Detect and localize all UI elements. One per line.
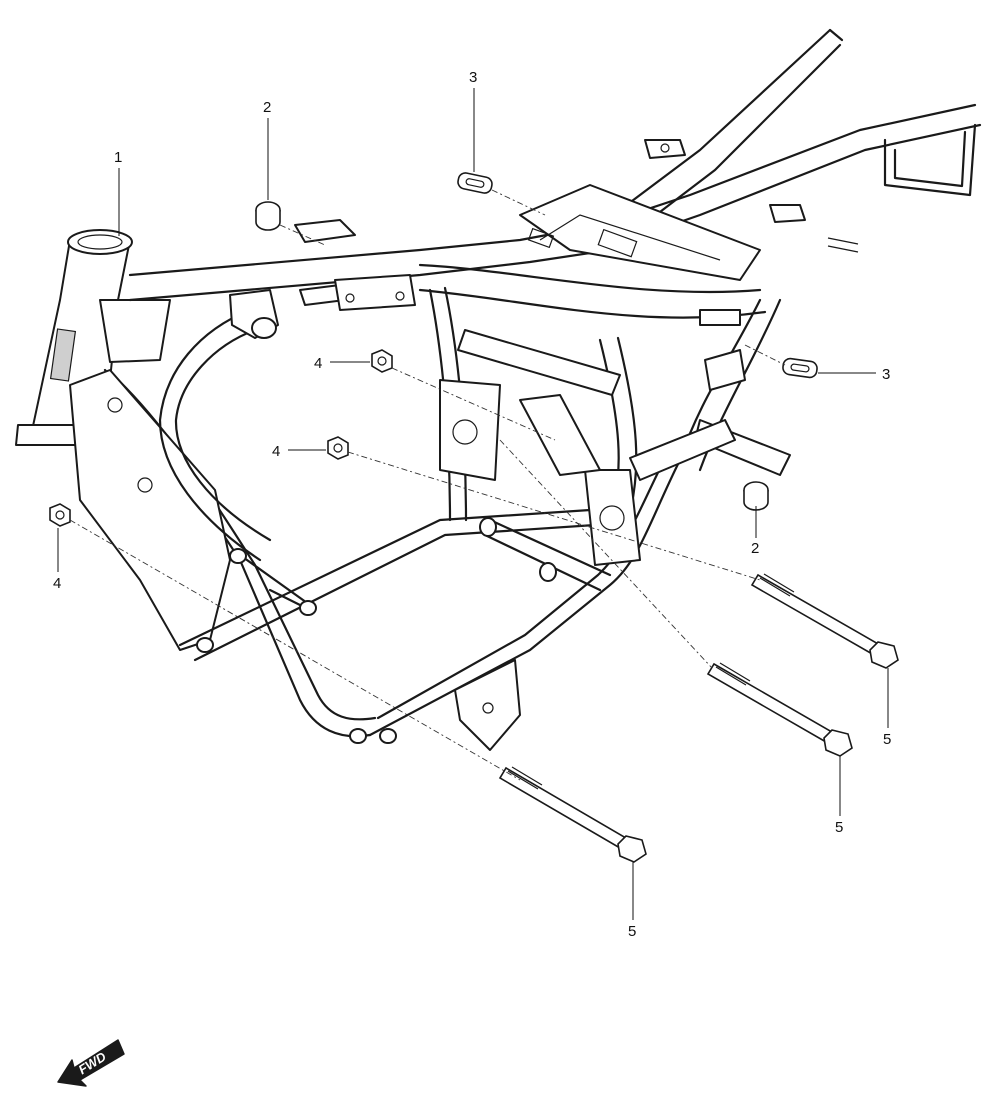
callout-4-b: 4 xyxy=(272,443,280,460)
part-5-bolt-a xyxy=(750,573,899,669)
part-5-bolt-c xyxy=(498,766,647,863)
callout-5-b: 5 xyxy=(835,819,843,836)
motorcycle-frame xyxy=(15,28,982,751)
part-2-rubber-bushing-upper xyxy=(255,201,281,231)
forward-arrow-icon: FWD xyxy=(57,1039,125,1087)
part-4-nut-c xyxy=(49,503,71,527)
callout-5-a: 5 xyxy=(883,731,891,748)
part-3-grommet-lower xyxy=(782,357,818,379)
part-4-nut-b xyxy=(327,436,349,460)
callout-4-a: 4 xyxy=(314,355,322,372)
assembly-lines xyxy=(69,189,786,781)
part-5-bolt-b xyxy=(706,662,853,757)
callout-leaders xyxy=(57,88,889,920)
callout-2-lower: 2 xyxy=(751,540,759,557)
callout-3-upper: 3 xyxy=(469,69,477,86)
callout-5-c: 5 xyxy=(628,923,636,940)
callout-2-upper: 2 xyxy=(263,99,271,116)
callout-4-c: 4 xyxy=(53,575,61,592)
callout-labels: 1 2 2 3 3 4 4 4 5 5 5 xyxy=(53,69,891,940)
part-2-rubber-bushing-lower xyxy=(743,481,769,511)
callout-1: 1 xyxy=(114,149,122,166)
part-3-grommet-upper xyxy=(457,172,493,194)
part-4-nut-a xyxy=(371,349,393,373)
callout-3-right: 3 xyxy=(882,366,890,383)
